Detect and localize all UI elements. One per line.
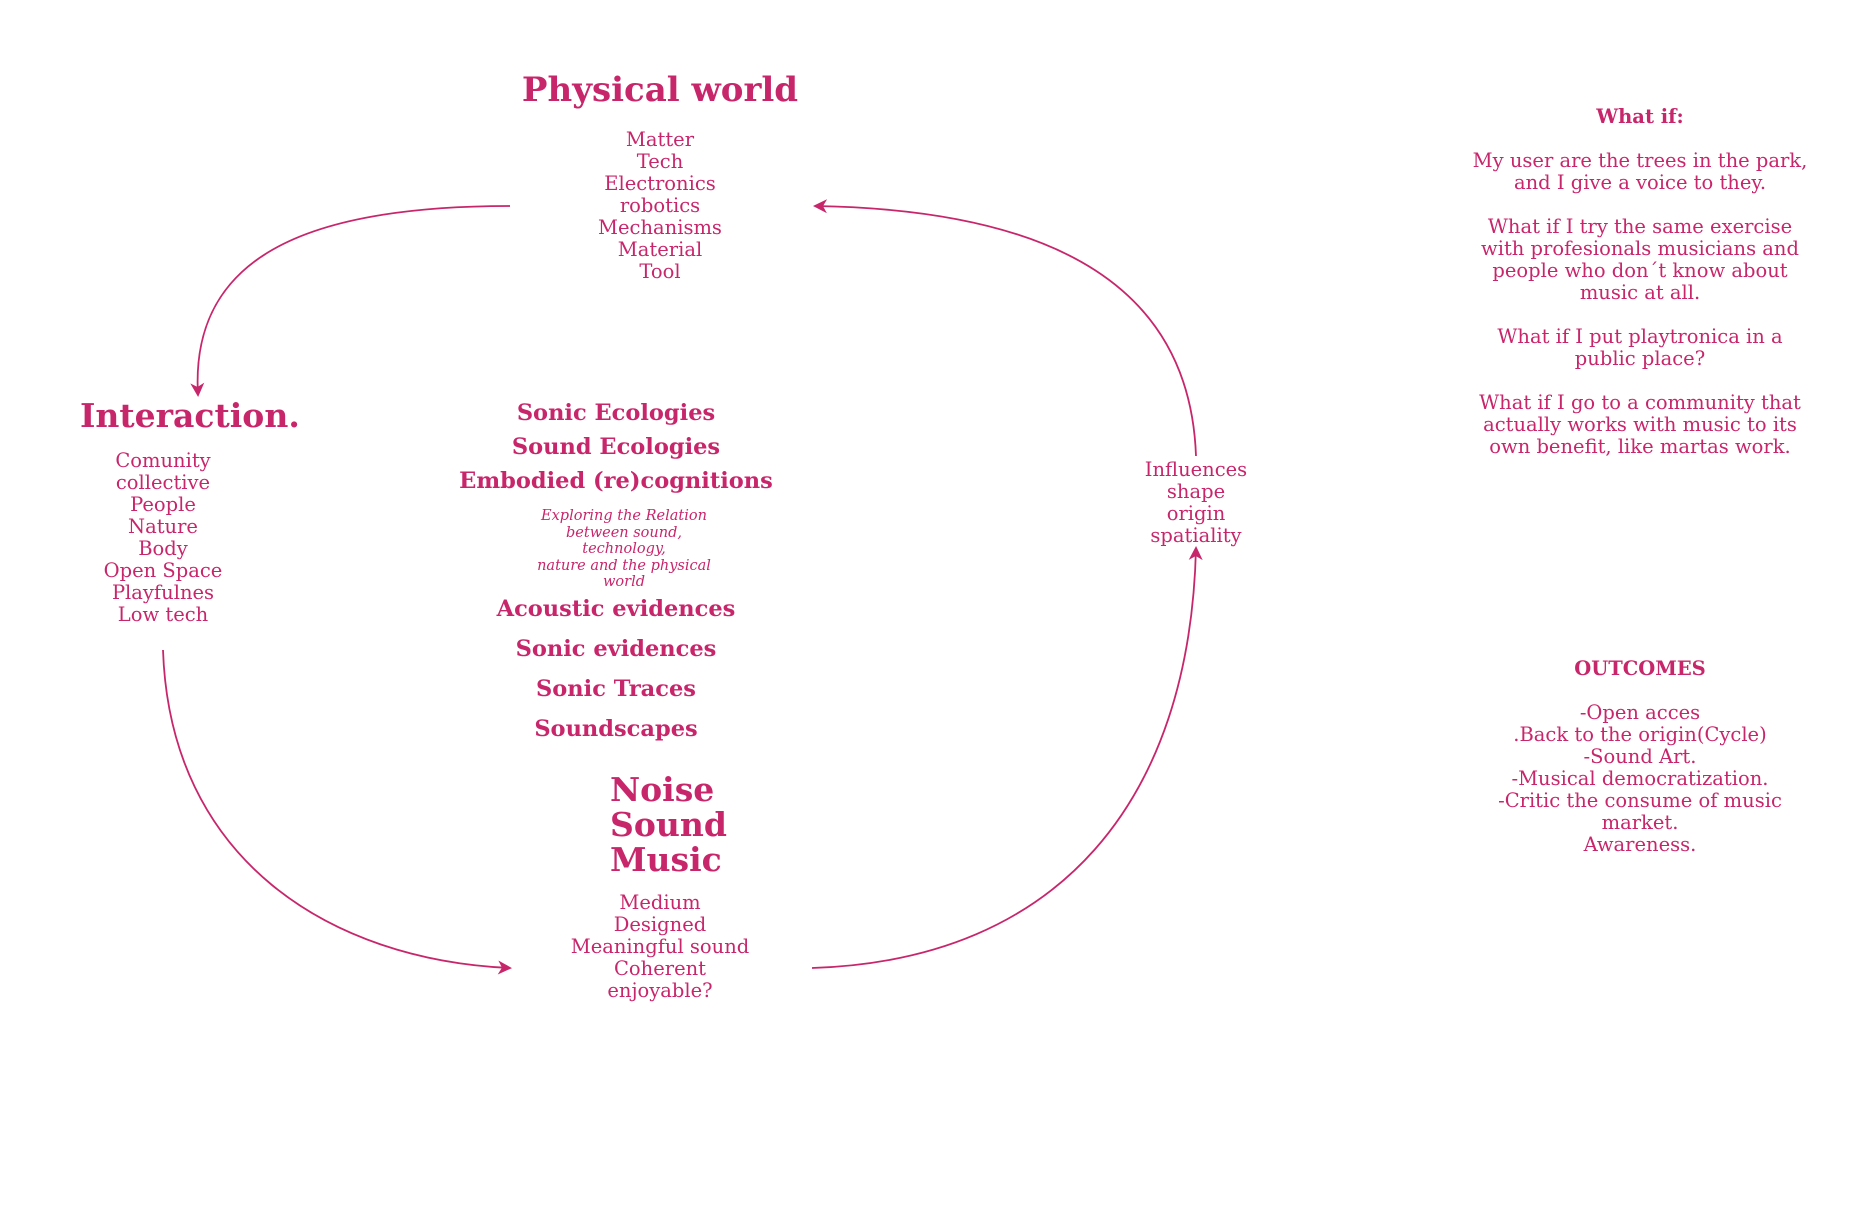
- list-item: collective: [115, 471, 211, 495]
- list-item: Comunity: [115, 449, 211, 473]
- list-item: market.: [1601, 811, 1679, 834]
- term-soundscapes: Soundscapes: [534, 715, 698, 742]
- list-item: Open Space: [103, 559, 223, 583]
- whatif-paragraph: What if I try the same exercise with pro…: [1470, 216, 1810, 304]
- list-item: robotics: [619, 194, 701, 218]
- list-item: -Critic the consume of music: [1498, 789, 1782, 812]
- text-line: own benefit, like martas work.: [1489, 435, 1791, 458]
- text-line: What if I go to a community that: [1479, 391, 1801, 414]
- list-item: shape: [1166, 480, 1226, 503]
- list-item: -Musical democratization.: [1511, 767, 1769, 790]
- music-title-line: Music: [610, 840, 722, 879]
- list-item: Playfulnes: [111, 581, 215, 605]
- list-item: Low tech: [117, 603, 209, 627]
- list-item: People: [130, 493, 196, 517]
- list-item: Meaningful sound: [570, 935, 750, 958]
- term-sonic-evidences: Sonic evidences: [515, 635, 717, 662]
- list-item: Influences: [1144, 458, 1248, 481]
- text-line: My user are the trees in the park,: [1472, 149, 1808, 172]
- node-noise-sound-music-title: Noise Sound Music: [610, 772, 810, 877]
- noise-title-line: Noise: [610, 770, 715, 809]
- list-item: Coherent: [613, 957, 706, 980]
- list-item: Medium: [619, 891, 701, 914]
- text-line: actually works with music to its: [1483, 413, 1797, 436]
- list-item: Awareness.: [1583, 833, 1697, 856]
- term-sound-ecologies: Sound Ecologies: [511, 434, 721, 460]
- outcomes-title: OUTCOMES: [1574, 657, 1706, 680]
- physical-world-title: Physical world: [521, 70, 799, 110]
- list-item: Tool: [639, 260, 681, 284]
- term-acoustic-evidences: Acoustic evidences: [496, 595, 736, 622]
- list-item: spatiality: [1150, 524, 1242, 547]
- text-line: people who don´t know about: [1492, 259, 1788, 282]
- physical-world-list: Matter Tech Electronics robotics Mechani…: [500, 129, 820, 283]
- note-line: world: [603, 574, 645, 590]
- interaction-list: Comunity collective People Nature Body O…: [80, 450, 246, 626]
- center-terms: Sonic Ecologies Sound Ecologies Embodied…: [440, 396, 792, 749]
- arrow-noise-to-influences: [811, 546, 1203, 969]
- note-line: Exploring the Relation: [541, 508, 707, 524]
- arrow-physical-to-interaction: [190, 205, 511, 397]
- whatif-panel: What if: My user are the trees in the pa…: [1470, 106, 1810, 480]
- interaction-title: Interaction.: [80, 396, 300, 435]
- sound-title-line: Sound: [610, 805, 727, 844]
- term-sonic-traces: Sonic Traces: [536, 675, 696, 702]
- list-item: -Sound Art.: [1583, 745, 1697, 768]
- list-item: Electronics: [604, 172, 716, 196]
- center-note: Exploring the Relation between sound, te…: [524, 508, 724, 591]
- whatif-paragraph: What if I put playtronica in a public pl…: [1470, 326, 1810, 370]
- list-item: Mechanisms: [598, 216, 722, 240]
- text-line: with profesionals musicians and: [1481, 237, 1799, 260]
- text-line: and I give a voice to they.: [1513, 171, 1767, 194]
- term-sonic-ecologies: Sonic Ecologies: [516, 400, 716, 426]
- note-line: nature and the physical: [537, 557, 711, 574]
- list-item: Tech: [636, 150, 684, 174]
- list-item: origin: [1166, 502, 1226, 525]
- text-line: public place?: [1574, 347, 1706, 370]
- noise-sound-music-list: Medium Designed Meaningful sound Coheren…: [560, 892, 760, 1002]
- node-influences: Influences shape origin spatiality: [1116, 459, 1276, 547]
- text-line: What if I try the same exercise: [1487, 215, 1793, 238]
- outcomes-panel: OUTCOMES -Open acces .Back to the origin…: [1470, 658, 1810, 856]
- note-line: between sound, technology,: [566, 524, 682, 558]
- list-item: Matter: [625, 128, 695, 152]
- list-item: enjoyable?: [607, 979, 713, 1002]
- whatif-title: What if:: [1596, 105, 1684, 128]
- arrow-interaction-to-noise: [162, 649, 512, 975]
- node-physical-world: Physical world Matter Tech Electronics r…: [500, 70, 820, 283]
- term-embodied-recognitions: Embodied (re)cognitions: [459, 468, 773, 494]
- list-item: Designed: [613, 913, 707, 936]
- text-line: music at all.: [1579, 281, 1701, 304]
- arrow-influences-to-physical: [813, 199, 1197, 457]
- node-interaction: Interaction. Comunity collective People …: [80, 396, 340, 626]
- text-line: What if I put playtronica in a: [1497, 325, 1783, 348]
- whatif-paragraph: My user are the trees in the park, and I…: [1470, 150, 1810, 194]
- list-item: .Back to the origin(Cycle): [1513, 723, 1767, 746]
- list-item: Body: [138, 537, 188, 561]
- list-item: Nature: [128, 515, 198, 539]
- list-item: Material: [617, 238, 703, 262]
- list-item: -Open acces: [1579, 701, 1701, 724]
- whatif-paragraph: What if I go to a community that actuall…: [1470, 392, 1810, 458]
